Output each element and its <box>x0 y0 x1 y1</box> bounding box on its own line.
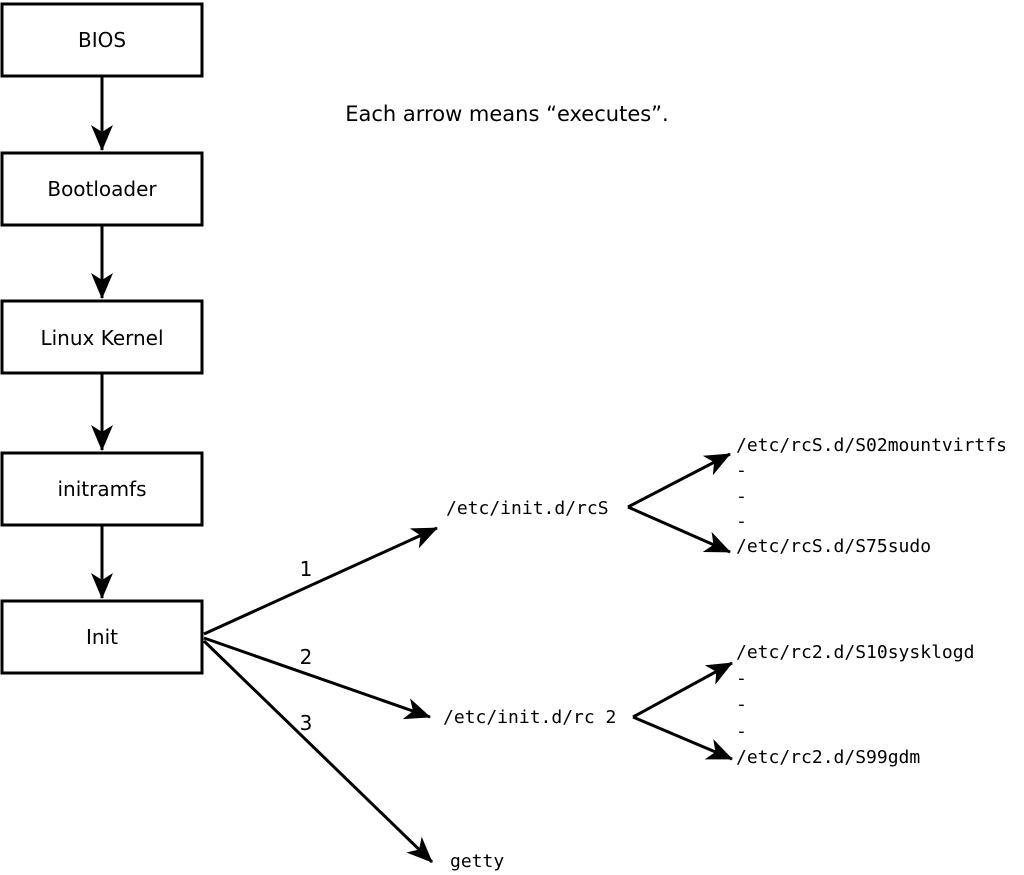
box-init: Init <box>0 599 204 675</box>
rc2-list-item-3: - <box>736 721 747 742</box>
bootloader-box-rect <box>0 151 204 227</box>
rcS-list-item-3: - <box>736 511 747 532</box>
init-box-label: Init <box>86 625 118 649</box>
rc2-list-item-1: - <box>736 668 747 689</box>
arrow-init-to-rc2-icon <box>203 636 431 720</box>
rcS-list-item-1: - <box>736 460 747 481</box>
fanout-order-3: 3 <box>300 711 313 735</box>
box-linux-kernel: Linux Kernel <box>0 299 204 375</box>
bios-box-label: BIOS <box>78 28 126 52</box>
rcS-list-item-2: - <box>736 486 747 507</box>
fanout-order-2: 2 <box>300 645 313 669</box>
caption-executes: Each arrow means “executes”. <box>345 102 668 126</box>
rcS-list-item-4: /etc/rcS.d/S75sudo <box>736 536 931 557</box>
arrow-rcS-to-first-script-icon <box>627 452 731 509</box>
init-box-rect <box>0 599 204 675</box>
arrow-rc2-to-last-script-icon <box>632 715 733 761</box>
bootloader-box-label: Bootloader <box>47 177 157 201</box>
linux-kernel-box-label: Linux Kernel <box>40 326 163 350</box>
arrow-init-to-rcS-icon <box>203 526 438 636</box>
rcS-list-item-0: /etc/rcS.d/S02mountvirtfs <box>736 435 1007 456</box>
box-initramfs: initramfs <box>0 451 204 527</box>
getty-label: getty <box>450 851 504 872</box>
rcS-script-path: /etc/init.d/rcS <box>446 498 609 519</box>
initramfs-box-rect <box>0 451 204 527</box>
initramfs-box-label: initramfs <box>57 477 146 501</box>
arrow-init-to-getty-icon <box>202 639 434 864</box>
arrow-rc2-to-first-script-icon <box>632 661 733 719</box>
box-bootloader: Bootloader <box>0 151 204 227</box>
rc2-list-item-4: /etc/rc2.d/S99gdm <box>736 747 920 768</box>
box-bios: BIOS <box>0 2 204 78</box>
fanout-order-1: 1 <box>300 557 313 581</box>
arrow-rcS-to-last-script-icon <box>627 505 731 554</box>
bios-box-rect <box>0 2 204 78</box>
rc2-list-item-2: - <box>736 694 747 715</box>
rc2-script-path: /etc/init.d/rc 2 <box>443 707 616 728</box>
rc2-list-item-0: /etc/rc2.d/S10sysklogd <box>736 642 974 663</box>
